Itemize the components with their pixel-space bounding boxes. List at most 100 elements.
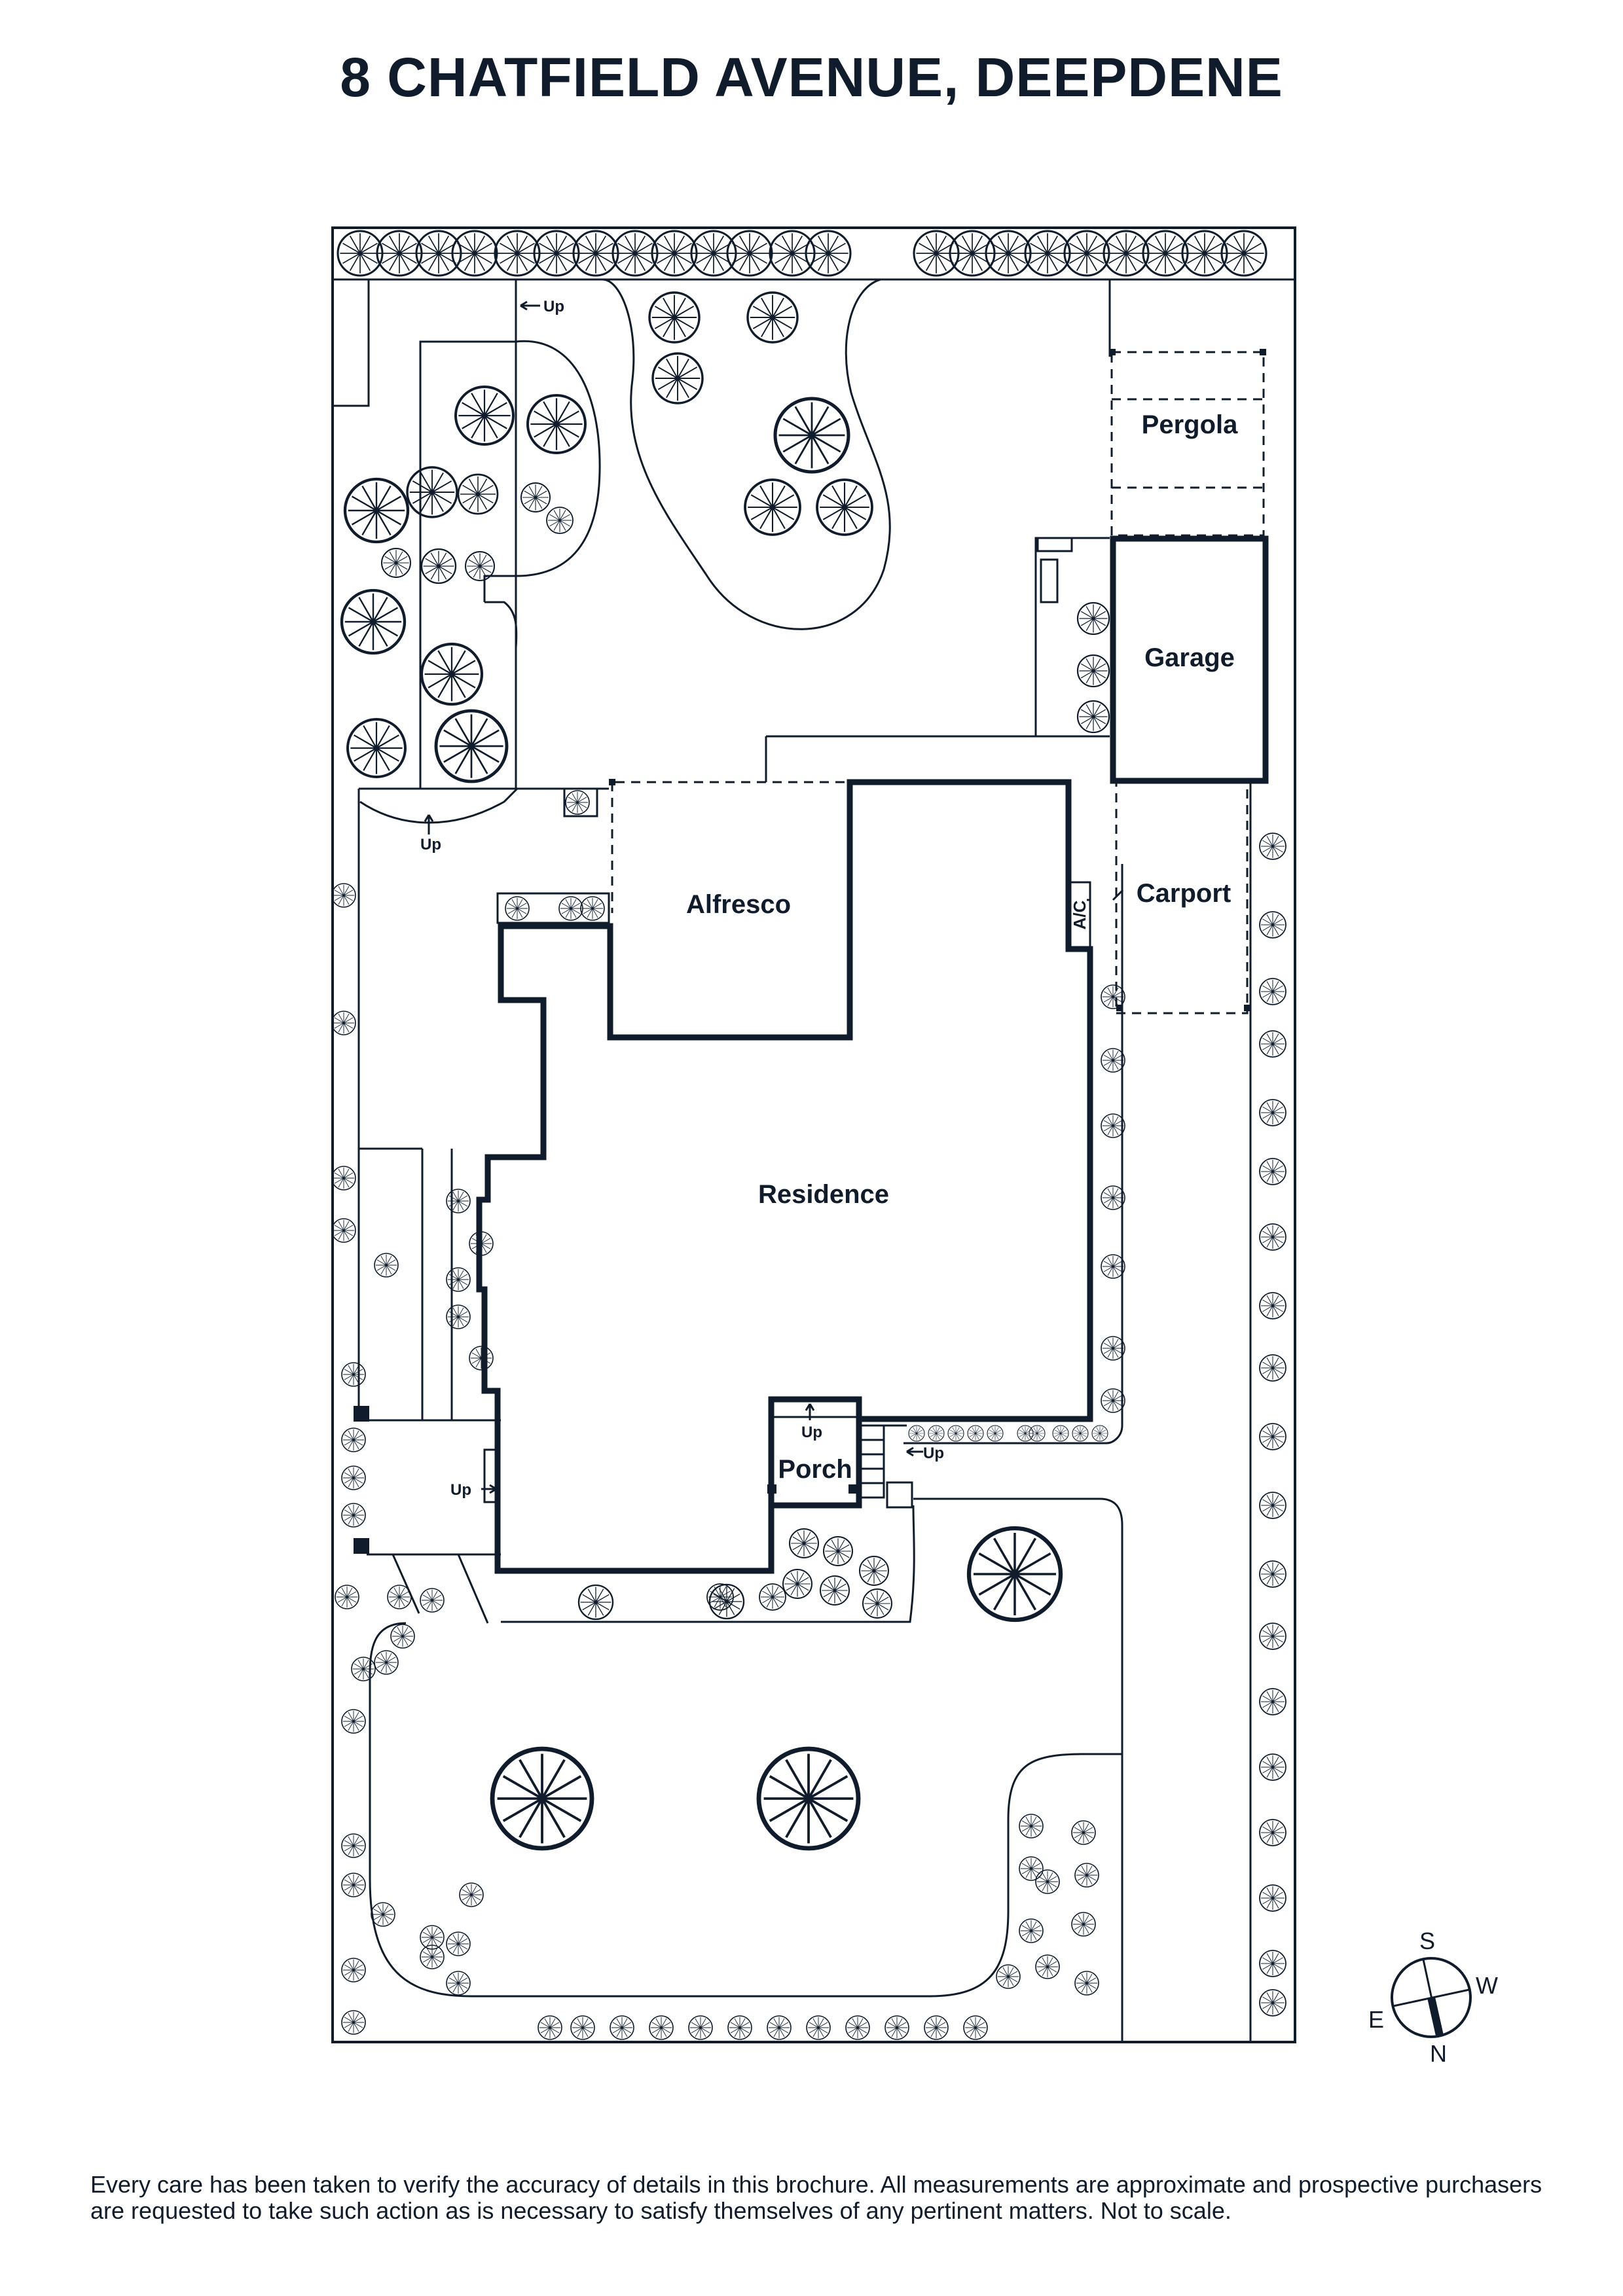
- landscaping-trees: [331, 230, 1286, 2040]
- tree-icon: [538, 2015, 562, 2040]
- tree-icon: [1259, 1688, 1286, 1715]
- tree-icon: [759, 1583, 786, 1611]
- tree-icon: [987, 1425, 1004, 1442]
- tree-icon: [1071, 1820, 1096, 1845]
- tree-icon: [451, 230, 498, 277]
- tree-icon: [341, 1833, 366, 1858]
- tree-icon: [949, 230, 996, 277]
- tree-icon: [862, 1588, 892, 1619]
- tree-icon: [457, 473, 499, 515]
- tree-icon: [546, 507, 574, 534]
- tree-icon: [341, 1958, 366, 1982]
- tree-icon: [420, 548, 457, 584]
- tree-icon: [446, 1931, 471, 1956]
- tree-icon: [1259, 1030, 1286, 1058]
- tree-icon: [331, 1011, 356, 1035]
- tree-icon: [342, 590, 405, 653]
- tree-icon: [1072, 1425, 1089, 1442]
- tree-icon: [1063, 230, 1110, 277]
- tree-icon: [727, 2015, 752, 2040]
- tree-icon: [759, 1749, 858, 1848]
- tree-icon: [341, 1503, 366, 1528]
- tree-icon: [420, 1588, 445, 1613]
- tree-icon: [1019, 1918, 1044, 1943]
- tree-icon: [708, 1583, 745, 1620]
- tree-icon: [422, 644, 482, 704]
- tree-icon: [913, 230, 960, 277]
- tree-icon: [420, 1925, 445, 1950]
- label-porch: Porch: [778, 1455, 852, 1484]
- tree-icon: [381, 548, 411, 578]
- tree-icon: [1101, 1336, 1125, 1361]
- tree-icon: [454, 386, 515, 446]
- label-ac: A/C: [1070, 900, 1089, 929]
- tree-icon: [337, 230, 384, 277]
- tree-icon: [775, 399, 848, 472]
- tree-icon: [1019, 1814, 1044, 1839]
- tree-icon: [688, 2015, 713, 2040]
- tree-icon: [390, 1624, 415, 1649]
- up-label-porch-side: Up: [923, 1444, 944, 1462]
- tree-icon: [1259, 1819, 1286, 1846]
- label-pergola: Pergola: [1142, 410, 1238, 439]
- tree-icon: [580, 896, 605, 921]
- tree-icon: [331, 883, 356, 908]
- tree-icon: [572, 230, 619, 277]
- tree-icon: [446, 1267, 471, 1292]
- tree-icon: [651, 352, 704, 404]
- tree-icon: [1035, 1869, 1060, 1894]
- up-label-garden-arch: Up: [420, 836, 441, 853]
- tree-icon: [1259, 1753, 1286, 1781]
- tree-icon: [1101, 1048, 1125, 1073]
- room-labels: Pergola Garage Alfresco Carport A/C Resi…: [686, 410, 1238, 1484]
- tree-icon: [345, 479, 408, 542]
- step-labels: Up Up Up Up Up: [420, 298, 944, 1499]
- tree-icon: [963, 2015, 988, 2040]
- property-boundary: [331, 226, 1296, 2043]
- tree-icon: [967, 1425, 984, 1442]
- tree-icon: [947, 1425, 964, 1442]
- tree-icon: [1074, 1863, 1099, 1888]
- tree-icon: [805, 230, 852, 277]
- tree-icon: [1259, 1623, 1286, 1650]
- tree-icon: [820, 1575, 850, 1605]
- tree-icon: [1259, 978, 1286, 1005]
- tree-icon: [1259, 911, 1286, 939]
- tree-icon: [331, 1218, 356, 1243]
- label-alfresco: Alfresco: [686, 890, 791, 919]
- tree-icon: [1259, 1158, 1286, 1185]
- tree-icon: [1181, 230, 1228, 277]
- tree-icon: [376, 230, 423, 277]
- tree-icon: [1259, 1099, 1286, 1126]
- tree-icon: [570, 2015, 595, 2040]
- tree-icon: [341, 1465, 366, 1490]
- tree-icon: [1076, 654, 1110, 688]
- tree-icon: [746, 291, 799, 344]
- tree-icon: [823, 1536, 853, 1566]
- garage-side: [496, 537, 1073, 924]
- tree-icon: [789, 1528, 819, 1558]
- tree-icon: [341, 1873, 366, 1897]
- tree-icon: [406, 466, 458, 518]
- tree-icon: [1259, 1292, 1286, 1319]
- tree-icon: [651, 230, 698, 277]
- compass-west: W: [1476, 1972, 1498, 1999]
- tree-icon: [1103, 230, 1150, 277]
- tree-icon: [446, 1304, 471, 1329]
- tree-icon: [505, 896, 530, 921]
- tree-icon: [610, 2015, 634, 2040]
- tree-icon: [341, 2010, 366, 2035]
- tree-icon: [767, 2015, 792, 2040]
- up-label-west-gate: Up: [450, 1481, 471, 1499]
- tree-icon: [1259, 1492, 1286, 1519]
- tree-icon: [459, 1882, 484, 1907]
- label-carport: Carport: [1137, 879, 1231, 908]
- tree-icon: [1052, 1425, 1069, 1442]
- tree-icon: [446, 1189, 471, 1213]
- tree-icon: [1029, 1425, 1046, 1442]
- tree-icon: [726, 230, 773, 277]
- tree-icon: [533, 230, 580, 277]
- tree-icon: [845, 2015, 870, 2040]
- tree-icon: [520, 482, 551, 512]
- tree-icon: [1259, 1423, 1286, 1450]
